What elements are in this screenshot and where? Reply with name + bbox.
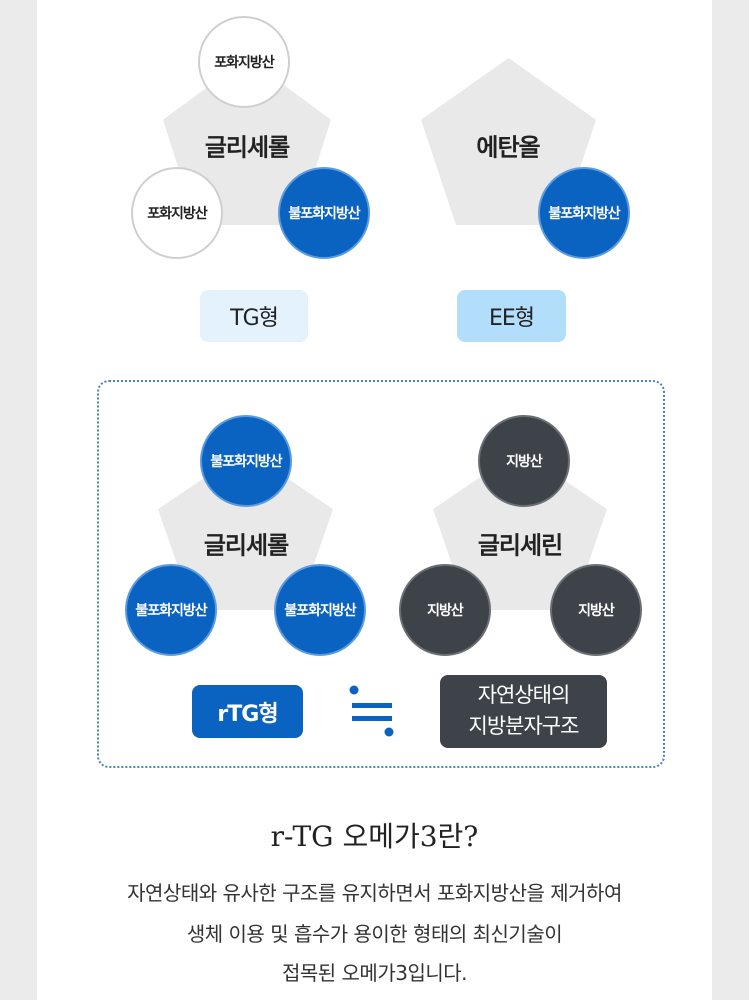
unsaturated-fatty-acid-circle: 불포화지방산 xyxy=(538,167,630,259)
fatty-acid-circle: 지방산 xyxy=(399,564,491,656)
glycerol-label: 글리세롤 xyxy=(203,531,289,560)
comparison-box xyxy=(97,380,665,768)
unsaturated-fatty-acid-circle: 불포화지방산 xyxy=(125,564,217,656)
unsaturated-fatty-acid-circle: 불포화지방산 xyxy=(278,167,370,259)
ethanol-label: 에탄올 xyxy=(476,133,540,162)
unsaturated-fatty-acid-circle: 불포화지방산 xyxy=(200,415,292,507)
description-line: 생체 이용 및 흡수가 용이한 형태의 최신기술이 xyxy=(186,922,563,946)
page: 글리세롤 포화지방산 포화지방산 불포화지방산 TG형 에탄올 불포화지방산 E… xyxy=(37,0,712,1000)
natural-fat-structure-badge: 자연상태의 지방분자구조 xyxy=(440,675,607,748)
unsaturated-fatty-acid-circle: 불포화지방산 xyxy=(274,564,366,656)
ee-type-badge: EE형 xyxy=(457,290,566,342)
fatty-acid-circle: 지방산 xyxy=(478,415,570,507)
badge-line: 지방분자구조 xyxy=(468,714,580,738)
saturated-fatty-acid-circle: 포화지방산 xyxy=(131,167,223,259)
section-title: r-TG 오메가3란? xyxy=(270,820,479,853)
glycerin-label: 글리세린 xyxy=(477,531,563,560)
glycerol-label: 글리세롤 xyxy=(204,133,290,162)
saturated-fatty-acid-circle: 포화지방산 xyxy=(198,16,290,108)
approx-equal-icon xyxy=(349,685,394,737)
rtg-type-badge: rTG형 xyxy=(192,685,303,738)
fatty-acid-circle: 지방산 xyxy=(550,564,642,656)
badge-line: 자연상태의 xyxy=(477,683,571,707)
description-line: 자연상태와 유사한 구조를 유지하면서 포화지방산을 제거하여 xyxy=(127,881,622,905)
description-line: 접목된 오메가3입니다. xyxy=(281,961,468,985)
tg-type-badge: TG형 xyxy=(200,290,308,342)
